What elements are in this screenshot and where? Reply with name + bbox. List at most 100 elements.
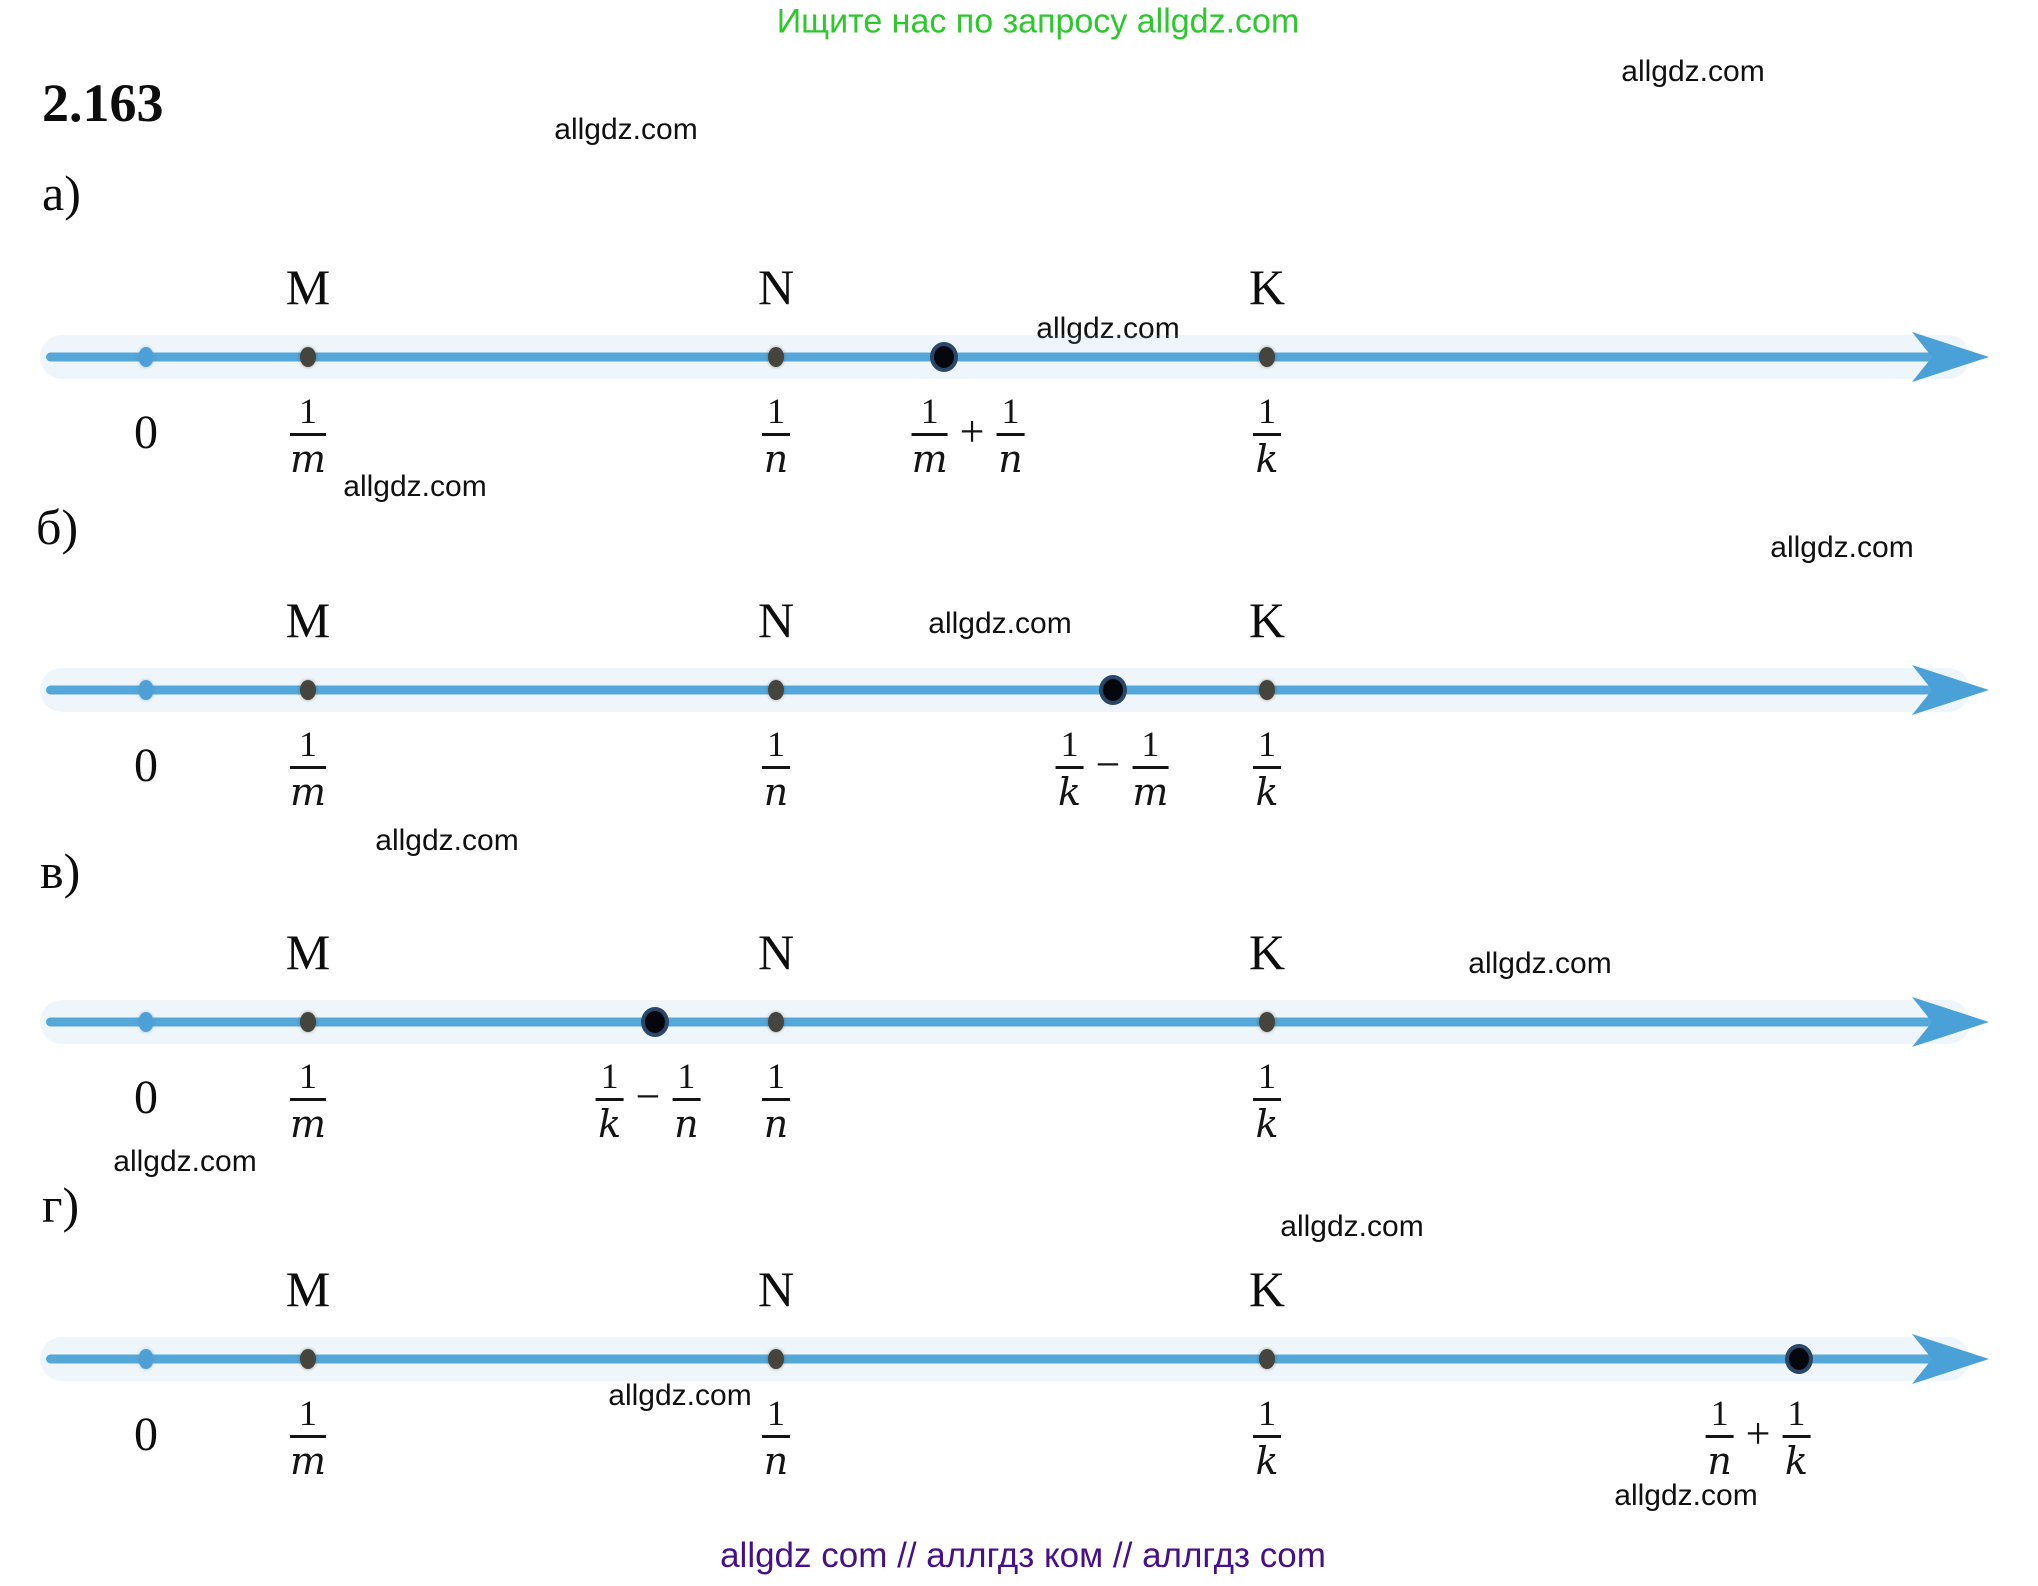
marked-point: [1785, 1344, 1813, 1374]
fraction-numerator: 1: [1060, 724, 1079, 764]
point-K: [1259, 347, 1275, 367]
expression-sum: 1 m + 1 n: [911, 391, 1025, 481]
watermark: allgdz.com: [1468, 947, 1612, 980]
fraction-left: 1 k: [1055, 724, 1084, 814]
fraction-bar: [762, 1435, 790, 1438]
operator: −: [635, 1071, 661, 1121]
fraction-denominator: n: [1707, 1439, 1732, 1483]
fraction-numerator: 1: [1001, 391, 1020, 431]
fraction-bar: [595, 1098, 624, 1101]
fraction-1-n: 1 n: [762, 1058, 790, 1143]
fraction-left: 1 m: [911, 393, 948, 478]
fraction-1-m: 1 m: [289, 724, 327, 814]
fraction-right: 1 n: [672, 1056, 701, 1143]
fraction-denominator: n: [763, 1439, 789, 1483]
origin-point: [138, 1349, 154, 1369]
fraction-denominator: n: [763, 770, 789, 814]
fraction-left: 1 n: [1705, 1395, 1734, 1483]
operator: −: [1095, 739, 1121, 789]
fraction-denominator: m: [289, 1102, 327, 1146]
point-N: [768, 1012, 784, 1032]
point-letter-K: K: [1248, 924, 1286, 980]
fraction-bar: [289, 766, 327, 769]
zero-label: 0: [134, 1071, 158, 1124]
section-label-a: а): [42, 165, 81, 221]
fraction-1-n: 1 n: [762, 393, 790, 478]
fraction-1-n: 1 n: [762, 726, 790, 811]
fraction-bar: [996, 433, 1025, 436]
watermark: allgdz.com: [343, 470, 487, 503]
fraction-1-n: 1 n: [762, 1395, 790, 1480]
fraction-bar: [1253, 433, 1281, 436]
fraction-bar: [1132, 766, 1169, 769]
expression-difference: 1 k − 1 m: [1055, 724, 1169, 814]
number-line-axis: [46, 352, 1950, 362]
fraction-numerator: 1: [600, 1056, 619, 1096]
point-letter-K: K: [1248, 592, 1286, 648]
fraction-bar: [289, 1435, 327, 1438]
fraction-1-m: 1 m: [289, 1393, 327, 1483]
fraction-numerator: 1: [298, 724, 317, 764]
watermark: allgdz.com: [113, 1145, 257, 1178]
fraction-denominator: k: [1255, 770, 1279, 814]
fraction-bar: [1782, 1435, 1811, 1438]
watermark: allgdz.com: [1280, 1210, 1424, 1243]
fraction-right: 1 k: [1782, 1395, 1811, 1483]
fraction-denominator: n: [998, 437, 1023, 481]
operator: +: [959, 406, 985, 456]
fraction-denominator: m: [289, 770, 327, 814]
marked-point: [930, 342, 958, 372]
number-line-axis: [46, 685, 1950, 695]
fraction-denominator: k: [1058, 770, 1082, 814]
point-letter-M: M: [285, 592, 331, 648]
fraction-denominator: m: [289, 437, 327, 481]
point-N: [768, 1349, 784, 1369]
origin-point: [138, 1012, 154, 1032]
fraction-1-m: 1 m: [289, 1056, 327, 1146]
watermark: allgdz.com: [928, 607, 1072, 640]
fraction-denominator: k: [1255, 1102, 1279, 1146]
point-M: [300, 680, 316, 700]
fraction-numerator: 1: [1141, 724, 1160, 764]
point-M: [300, 1012, 316, 1032]
zero-label: 0: [134, 406, 158, 459]
expression-sum: 1 n + 1 k: [1705, 1395, 1811, 1483]
fraction-numerator: 1: [1258, 1056, 1276, 1096]
fraction-right: 1 m: [1132, 724, 1169, 811]
point-N: [768, 347, 784, 367]
origin-point: [138, 347, 154, 367]
point-letter-M: M: [285, 259, 331, 315]
section-label-g: г): [42, 1177, 80, 1233]
point-letter-K: K: [1248, 1261, 1286, 1317]
fraction-bar: [1253, 766, 1281, 769]
point-letter-M: M: [285, 1261, 331, 1317]
fraction-numerator: 1: [767, 1056, 785, 1096]
fraction-bar: [762, 1098, 790, 1101]
point-N: [768, 680, 784, 700]
fraction-bar: [1055, 766, 1084, 769]
marked-point: [1099, 675, 1127, 705]
watermark: allgdz.com: [608, 1379, 752, 1412]
point-letter-K: K: [1248, 259, 1286, 315]
point-letter-M: M: [285, 924, 331, 980]
fraction-denominator: m: [289, 1439, 327, 1483]
point-letter-N: N: [757, 592, 795, 648]
fraction-numerator: 1: [677, 1056, 696, 1096]
fraction-bar: [289, 433, 327, 436]
fraction-bar: [911, 433, 948, 436]
point-letter-N: N: [757, 259, 795, 315]
fraction-bar: [672, 1098, 701, 1101]
fraction-1-m: 1 m: [289, 393, 327, 481]
point-K: [1259, 1349, 1275, 1369]
fraction-numerator: 1: [298, 1393, 317, 1433]
origin-point: [138, 680, 154, 700]
fraction-numerator: 1: [1258, 724, 1276, 764]
watermark: allgdz.com: [1614, 1479, 1758, 1512]
point-M: [300, 347, 316, 367]
fraction-denominator: k: [1784, 1439, 1808, 1483]
point-K: [1259, 680, 1275, 700]
fraction-numerator: 1: [767, 1393, 785, 1433]
fraction-numerator: 1: [298, 1056, 317, 1096]
point-K: [1259, 1012, 1275, 1032]
fraction-left: 1 k: [595, 1056, 624, 1143]
